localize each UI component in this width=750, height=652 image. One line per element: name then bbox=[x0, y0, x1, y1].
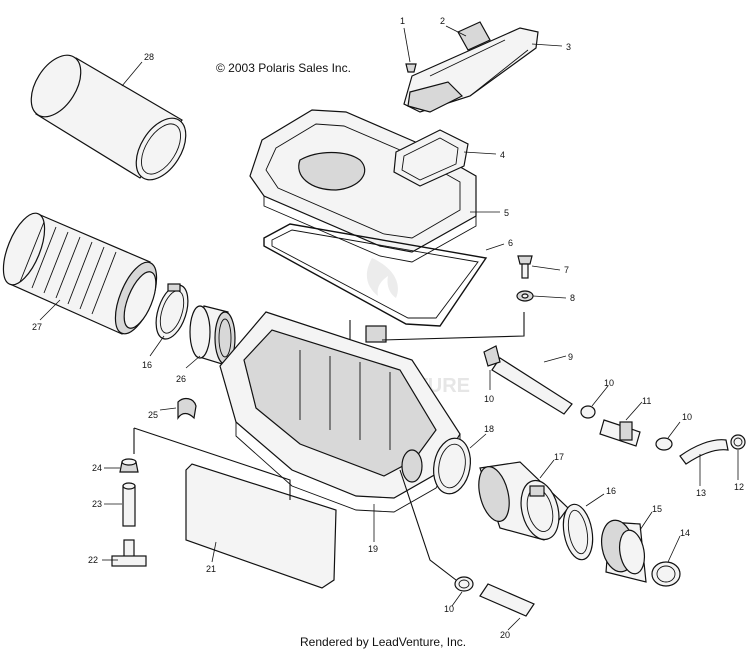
callout-26: 26 bbox=[176, 374, 186, 384]
callout-24: 24 bbox=[92, 463, 102, 473]
callout-23: 23 bbox=[92, 499, 102, 509]
part-19-airbox-base bbox=[219, 311, 461, 513]
part-22-tee-fitting bbox=[111, 539, 147, 567]
callout-9: 9 bbox=[568, 352, 573, 362]
part-10-hose-clamp-a bbox=[580, 405, 596, 419]
footer-credit: Rendered by LeadVenture, Inc. bbox=[300, 635, 466, 649]
part-14-clamp bbox=[651, 561, 681, 587]
part-21-cover-panel bbox=[185, 463, 337, 589]
callout-7: 7 bbox=[564, 265, 569, 275]
callout-2: 2 bbox=[440, 16, 445, 26]
part-7-bolt bbox=[517, 255, 533, 279]
callout-8: 8 bbox=[570, 293, 575, 303]
callout-1: 1 bbox=[400, 16, 405, 26]
callout-11: 11 bbox=[642, 396, 651, 406]
part-25-clip bbox=[177, 397, 197, 420]
callout-27: 27 bbox=[32, 322, 42, 332]
part-15-intake-boot bbox=[601, 519, 647, 583]
part-24-grommet bbox=[119, 458, 139, 473]
part-10-hose-clamp-b bbox=[655, 437, 673, 451]
part-1-screw bbox=[405, 63, 417, 73]
part-12-clamp bbox=[730, 434, 746, 450]
callout-10b: 10 bbox=[604, 378, 614, 388]
callout-14: 14 bbox=[680, 528, 690, 538]
part-8-washer bbox=[516, 290, 534, 302]
part-28-filter-sleeve bbox=[30, 54, 187, 181]
part-20-drain-tube bbox=[479, 583, 535, 617]
part-9-vent-tube bbox=[483, 345, 573, 415]
callout-10a: 10 bbox=[484, 394, 494, 404]
callout-5: 5 bbox=[504, 208, 509, 218]
callout-4: 4 bbox=[500, 150, 505, 160]
callout-10d: 10 bbox=[444, 604, 454, 614]
part-6-seal-gasket bbox=[263, 223, 488, 327]
part-3-intake-duct bbox=[403, 27, 539, 113]
callout-labels: 1 2 3 4 5 6 7 8 9 10 10 10 10 11 12 13 1… bbox=[32, 16, 744, 640]
callout-12: 12 bbox=[734, 482, 744, 492]
part-23-drain-tube bbox=[122, 482, 136, 527]
leader-lines bbox=[39, 25, 739, 631]
callout-20: 20 bbox=[500, 630, 510, 640]
copyright-text: © 2003 Polaris Sales Inc. bbox=[216, 61, 351, 75]
callout-28: 28 bbox=[144, 52, 154, 62]
callout-3: 3 bbox=[566, 42, 571, 52]
callout-19: 19 bbox=[368, 544, 378, 554]
part-10-hose-clamp-c bbox=[454, 576, 474, 592]
part-26-coupler bbox=[189, 305, 236, 365]
part-18-gasket-ring bbox=[433, 437, 471, 495]
part-4-lid-gasket bbox=[393, 129, 469, 187]
callout-17: 17 bbox=[554, 452, 564, 462]
callout-13: 13 bbox=[696, 488, 706, 498]
part-2-duct-seal bbox=[457, 21, 491, 51]
callout-16a: 16 bbox=[142, 360, 152, 370]
callout-10c: 10 bbox=[682, 412, 692, 422]
callout-25: 25 bbox=[148, 410, 158, 420]
callout-22: 22 bbox=[88, 555, 98, 565]
part-11-connector bbox=[599, 419, 641, 447]
part-27-air-filter bbox=[2, 212, 158, 335]
part-13-hose bbox=[679, 439, 729, 465]
part-16-clamp-right bbox=[562, 503, 594, 561]
callout-16b: 16 bbox=[606, 486, 616, 496]
callout-6: 6 bbox=[508, 238, 513, 248]
part-16-clamp-left bbox=[155, 283, 189, 340]
part-17-intake-adapter bbox=[478, 461, 569, 541]
callout-21: 21 bbox=[206, 564, 216, 574]
callout-15: 15 bbox=[652, 504, 662, 514]
callout-18: 18 bbox=[484, 424, 494, 434]
